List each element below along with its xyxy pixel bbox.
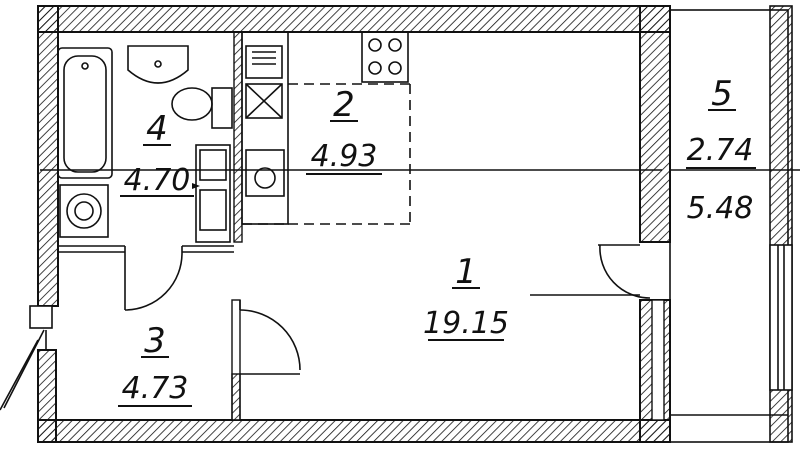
room-2-label: 2 4.93	[306, 85, 382, 175]
outer-walls	[37, 5, 671, 443]
washing-machine	[59, 184, 109, 238]
sink	[245, 45, 283, 119]
room-1-label: 1 19.15	[423, 252, 509, 341]
room-4-label: 4 4.70	[120, 109, 200, 198]
washbasin	[127, 45, 189, 84]
room-3-area: 4.73	[122, 371, 189, 406]
room-2-area: 4.93	[311, 139, 378, 174]
entrance-door	[0, 305, 53, 411]
room-5-number: 5	[711, 74, 733, 114]
stove	[361, 31, 409, 83]
kitchen-counter	[241, 31, 411, 225]
room-1-area: 19.15	[423, 306, 509, 341]
room-3-label: 3 4.73	[118, 321, 192, 407]
kitchen-appliance	[245, 149, 285, 197]
room-4-area: 4.70	[124, 163, 191, 198]
balcony	[651, 5, 793, 443]
room-5-area: 2.74	[687, 133, 754, 168]
room-4-number: 4	[146, 109, 168, 149]
room-3-number: 3	[144, 321, 166, 361]
room-1-number: 1	[455, 252, 477, 292]
bathtub	[57, 47, 113, 179]
room-5-area-secondary: 5.48	[687, 191, 754, 226]
section-lines	[40, 169, 800, 296]
room-5-label: 5 2.74 5.48	[686, 74, 756, 226]
toilet	[171, 87, 233, 129]
room-2-number: 2	[333, 85, 355, 125]
